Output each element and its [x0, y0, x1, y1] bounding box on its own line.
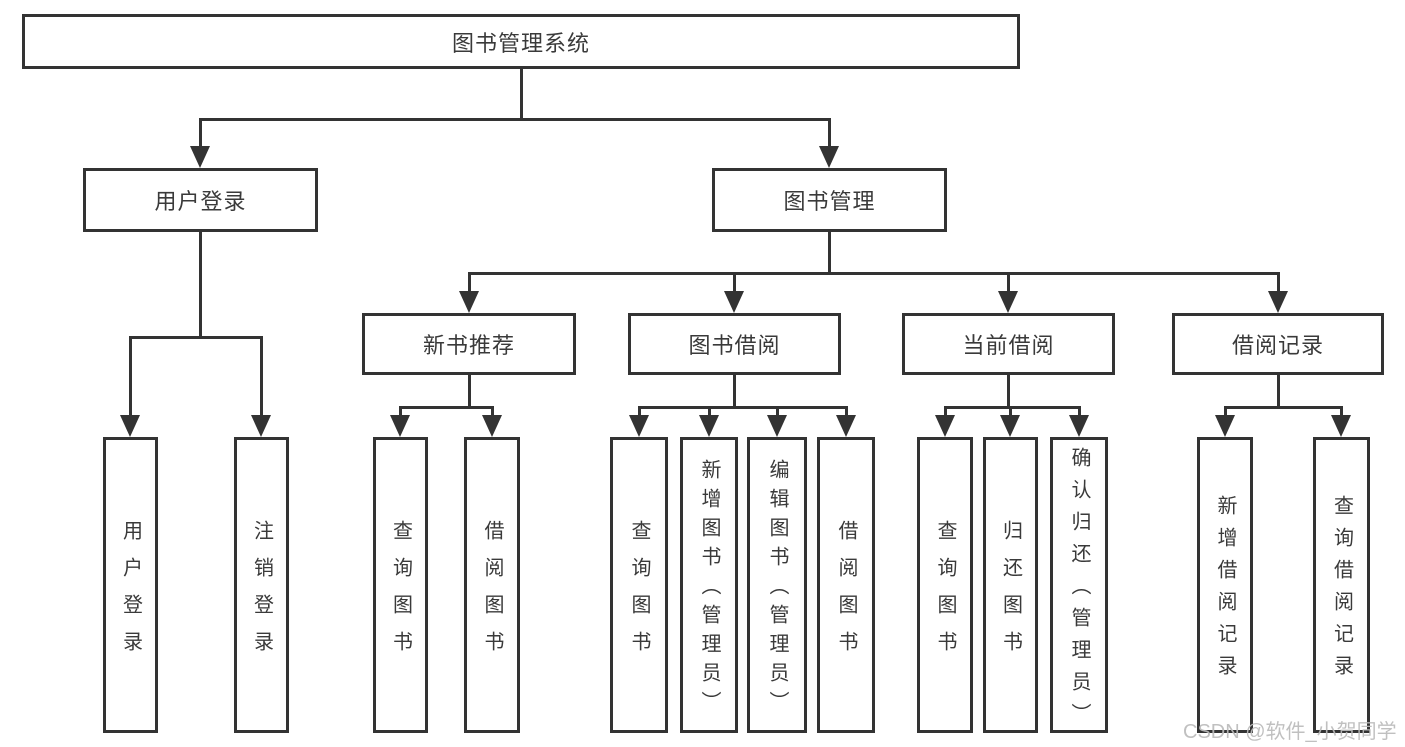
connector-line	[1223, 406, 1343, 409]
arrow-down-icon	[190, 146, 210, 168]
node-book-borrowing-label: 图书借阅	[688, 333, 781, 358]
arrow-down-icon	[390, 415, 410, 437]
node-leaf-borrow-book-2-label: 借阅图书	[835, 519, 857, 668]
node-leaf-confirm-return-label: 确认归还（管理员）	[1068, 447, 1090, 735]
node-leaf-user-login-label: 用户登录	[119, 519, 142, 668]
node-borrowing-records-label: 借阅记录	[1231, 333, 1324, 358]
connector-line	[259, 336, 263, 417]
arrow-down-icon	[699, 415, 719, 437]
connector-line	[844, 406, 848, 417]
connector-line	[637, 406, 641, 417]
node-leaf-query-book-3-label: 查询图书	[934, 519, 956, 668]
node-leaf-edit-book-label: 编辑图书（管理员）	[766, 459, 788, 720]
node-leaf-add-book-label: 新增图书（管理员）	[698, 459, 720, 720]
node-leaf-add-book: 新增图书（管理员）	[680, 437, 738, 733]
node-new-book-recommend-label: 新书推荐	[422, 333, 515, 358]
node-leaf-confirm-return: 确认归还（管理员）	[1050, 437, 1108, 735]
node-book-borrowing: 图书借阅	[628, 313, 841, 375]
arrow-down-icon	[482, 415, 502, 437]
node-book-management-label: 图书管理	[783, 189, 876, 214]
connector-line	[467, 272, 1280, 275]
node-leaf-borrow-book-2: 借阅图书	[817, 437, 875, 733]
arrow-down-icon	[629, 415, 649, 437]
connector-line	[1339, 406, 1343, 417]
node-current-borrowing: 当前借阅	[902, 313, 1115, 375]
node-book-management: 图书管理	[712, 168, 947, 232]
connector-line	[827, 232, 831, 275]
node-leaf-query-book-2-label: 查询图书	[628, 519, 650, 668]
connector-line	[198, 232, 202, 339]
connector-line	[943, 406, 1081, 409]
connector-line	[1006, 375, 1010, 409]
connector-line	[128, 336, 132, 417]
connector-line	[732, 272, 736, 293]
arrow-down-icon	[120, 415, 140, 437]
node-leaf-return-book: 归还图书	[983, 437, 1038, 733]
node-leaf-borrow-book-1-label: 借阅图书	[481, 519, 503, 668]
node-current-borrowing-label: 当前借阅	[962, 333, 1055, 358]
connector-line	[198, 118, 831, 121]
node-leaf-user-login: 用户登录	[103, 437, 158, 733]
arrow-down-icon	[998, 291, 1018, 313]
csdn-watermark: CSDN @软件_小贺同学	[1183, 721, 1397, 743]
arrow-down-icon	[1331, 415, 1351, 437]
node-leaf-add-record: 新增借阅记录	[1197, 437, 1253, 733]
node-leaf-borrow-book-1: 借阅图书	[464, 437, 520, 733]
connector-line	[467, 272, 471, 293]
connector-line	[1276, 375, 1280, 409]
arrow-down-icon	[251, 415, 271, 437]
arrow-down-icon	[819, 146, 839, 168]
connector-line	[519, 69, 523, 121]
arrow-down-icon	[1268, 291, 1288, 313]
node-user-login-label: 用户登录	[154, 189, 247, 214]
connector-line	[1006, 272, 1010, 293]
node-root-label: 图书管理系统	[451, 30, 590, 56]
node-leaf-query-book-3: 查询图书	[917, 437, 973, 733]
node-root: 图书管理系统	[22, 14, 1020, 69]
connector-line	[943, 406, 947, 417]
node-leaf-query-record: 查询借阅记录	[1313, 437, 1370, 733]
arrow-down-icon	[1069, 415, 1089, 437]
connector-line	[1077, 406, 1081, 417]
connector-line	[1223, 406, 1227, 417]
connector-line	[1008, 406, 1012, 417]
connector-line	[637, 406, 848, 409]
connector-line	[1276, 272, 1280, 293]
node-leaf-edit-book: 编辑图书（管理员）	[747, 437, 807, 733]
connector-line	[827, 118, 831, 148]
connector-line	[398, 406, 402, 417]
connector-line	[490, 406, 494, 417]
connector-line	[398, 406, 494, 409]
connector-line	[128, 336, 263, 339]
node-leaf-logout-label: 注销登录	[250, 519, 273, 668]
node-borrowing-records: 借阅记录	[1172, 313, 1384, 375]
node-leaf-add-record-label: 新增借阅记录	[1214, 495, 1236, 687]
node-leaf-return-book-label: 归还图书	[999, 519, 1022, 668]
connector-line	[198, 118, 202, 148]
node-leaf-query-book-1: 查询图书	[373, 437, 428, 733]
arrow-down-icon	[836, 415, 856, 437]
connector-line	[467, 375, 471, 409]
connector-line	[707, 406, 711, 417]
connector-line	[775, 406, 779, 417]
arrow-down-icon	[459, 291, 479, 313]
connector-line	[732, 375, 736, 409]
arrow-down-icon	[767, 415, 787, 437]
arrow-down-icon	[935, 415, 955, 437]
arrow-down-icon	[724, 291, 744, 313]
node-new-book-recommend: 新书推荐	[362, 313, 576, 375]
node-leaf-query-book-1-label: 查询图书	[389, 519, 412, 668]
node-leaf-query-book-2: 查询图书	[610, 437, 668, 733]
node-leaf-query-record-label: 查询借阅记录	[1330, 495, 1353, 687]
arrow-down-icon	[1000, 415, 1020, 437]
arrow-down-icon	[1215, 415, 1235, 437]
node-leaf-logout: 注销登录	[234, 437, 289, 733]
node-user-login: 用户登录	[83, 168, 318, 232]
